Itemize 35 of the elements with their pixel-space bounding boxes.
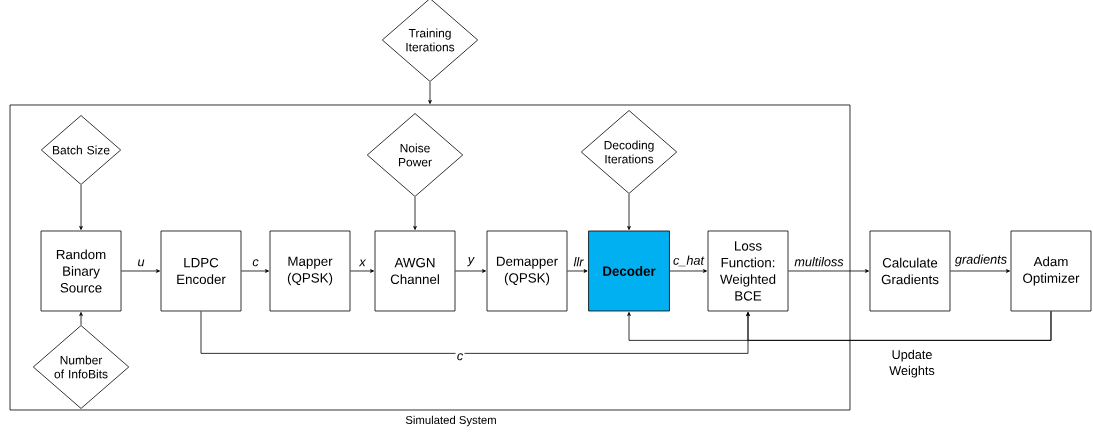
process-box: Calculate Gradients xyxy=(869,230,951,312)
edge-label: multiloss xyxy=(793,255,845,268)
arrow xyxy=(627,193,631,230)
edge-label: Update Weights xyxy=(880,348,944,379)
edge-label: c xyxy=(251,258,260,268)
edge-label: u xyxy=(136,258,146,268)
process-box: Decoder xyxy=(588,230,670,312)
edge-label: gradients xyxy=(953,253,1009,268)
arrow xyxy=(746,311,1052,341)
arrow xyxy=(121,269,160,273)
arrow xyxy=(455,269,486,273)
process-box: Mapper (QPSK) xyxy=(269,230,351,312)
process-box: Adam Optimizer xyxy=(1010,230,1092,312)
edge-label: c_hat xyxy=(671,254,706,268)
arrow xyxy=(669,269,707,273)
arrow xyxy=(428,81,432,104)
process-box: Loss Function: Weighted BCE xyxy=(707,230,789,312)
arrow xyxy=(241,269,269,273)
arrow xyxy=(79,184,83,230)
node-label: Simulated System xyxy=(405,415,496,427)
arrow xyxy=(950,269,1010,273)
process-box: LDPC Encoder xyxy=(160,230,242,312)
edge-label: x xyxy=(358,258,367,268)
process-box: Random Binary Source xyxy=(40,230,122,312)
arrow xyxy=(79,312,83,326)
arrow xyxy=(350,269,374,273)
edge-label: c xyxy=(455,352,465,362)
arrow xyxy=(788,269,869,273)
arrow xyxy=(413,196,417,230)
process-box: Demapper (QPSK) xyxy=(486,230,568,312)
arrow xyxy=(567,269,588,273)
arrow xyxy=(200,311,750,354)
edge-label: y xyxy=(466,255,476,268)
edge-label: llr xyxy=(572,255,585,268)
process-box: AWGN Channel xyxy=(374,230,456,312)
